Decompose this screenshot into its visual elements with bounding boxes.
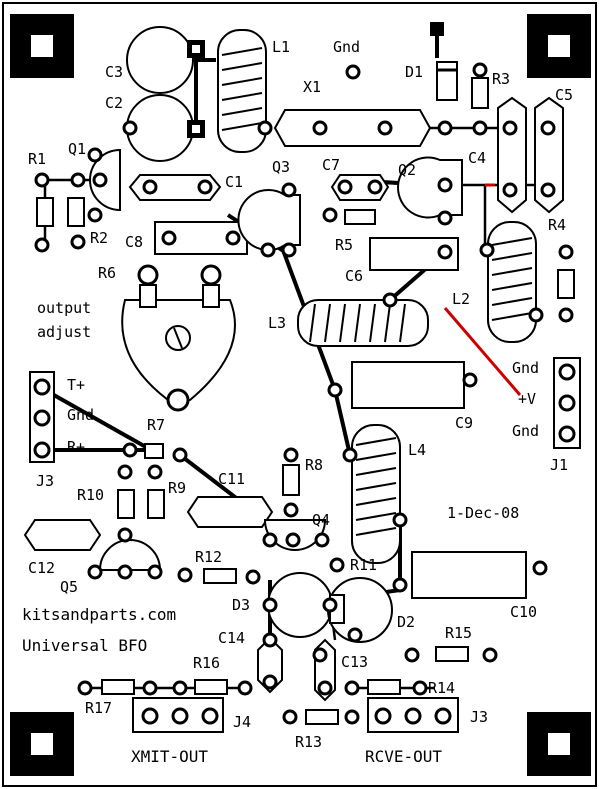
square-pad-holes (192, 45, 200, 133)
label-Q1: Q1 (68, 140, 86, 158)
label-J3-bottom: J3 (470, 708, 488, 726)
label-Q2: Q2 (398, 161, 416, 179)
j3-r-plus: R+ (67, 438, 85, 456)
rcve-out-label: RCVE-OUT (365, 747, 442, 766)
label-R5: R5 (335, 236, 353, 254)
label-C13: C13 (341, 653, 368, 671)
label-C11: C11 (218, 470, 245, 488)
j1-plus-v: +V (518, 390, 536, 408)
date-label: 1-Dec-08 (447, 504, 519, 522)
coil-L3 (297, 299, 429, 347)
mounting-holes (10, 14, 591, 776)
label-R1: R1 (28, 150, 46, 168)
j1-gnd-a: Gnd (512, 359, 539, 377)
diode-D1 (436, 61, 458, 101)
label-R3: R3 (492, 70, 510, 88)
label-R2: R2 (90, 229, 108, 247)
label-R7: R7 (147, 416, 165, 434)
label-C10: C10 (510, 603, 537, 621)
label-R8: R8 (305, 456, 323, 474)
coil-L4 (351, 424, 401, 564)
coil-L2 (487, 221, 537, 343)
label-C12: C12 (28, 559, 55, 577)
labels: Gnd L1 C3 C2 X1 D1 R3 C5 R1 Q1 C1 Q3 C7 … (22, 38, 573, 766)
label-D2: D2 (397, 613, 415, 631)
label-C1: C1 (225, 173, 243, 191)
label-R15: R15 (445, 624, 472, 642)
label-X1: X1 (303, 78, 321, 96)
label-J4: J4 (233, 713, 251, 731)
label-C8: C8 (125, 233, 143, 251)
label-Q5: Q5 (60, 578, 78, 596)
solder-pads (33, 62, 576, 725)
label-L3: L3 (268, 314, 286, 332)
label-R16: R16 (193, 654, 220, 672)
label-J3-left: J3 (36, 472, 54, 490)
label-Q4: Q4 (312, 511, 330, 529)
red-traces (443, 183, 522, 396)
label-R9: R9 (168, 479, 186, 497)
label-Q3: Q3 (272, 158, 290, 176)
label-R4: R4 (548, 216, 566, 234)
label-R12: R12 (195, 548, 222, 566)
label-C2: C2 (105, 94, 123, 112)
coil-L1 (217, 29, 267, 153)
label-L1: L1 (272, 38, 290, 56)
label-C14: C14 (218, 629, 245, 647)
j3-gnd: Gnd (67, 406, 94, 424)
label-C5: C5 (555, 86, 573, 104)
label-D3: D3 (232, 596, 250, 614)
label-C6: C6 (345, 267, 363, 285)
label-C7: C7 (322, 156, 340, 174)
label-R14: R14 (428, 679, 455, 697)
label-R6: R6 (98, 264, 116, 282)
label-C4: C4 (468, 149, 486, 167)
xmit-out-label: XMIT-OUT (131, 747, 208, 766)
label-L4: L4 (408, 441, 426, 459)
label-C3: C3 (105, 63, 123, 81)
output-adjust-line1: output (37, 299, 91, 317)
label-R17: R17 (85, 699, 112, 717)
label-C9: C9 (455, 414, 473, 432)
crystal-X1 (273, 109, 432, 147)
potentiometer-R6 (121, 284, 236, 407)
j1-gnd-b: Gnd (512, 422, 539, 440)
website-label: kitsandparts.com (22, 605, 176, 624)
label-R13: R13 (295, 733, 322, 751)
output-adjust-line2: adjust (37, 323, 91, 341)
label-J1: J1 (550, 456, 568, 474)
label-L2: L2 (452, 290, 470, 308)
label-D1: D1 (405, 63, 423, 81)
ground-top-label: Gnd (333, 38, 360, 56)
j3-t-plus: T+ (67, 376, 85, 394)
board-title: Universal BFO (22, 636, 147, 655)
coil-windings (221, 47, 533, 536)
label-R10: R10 (77, 486, 104, 504)
label-R11: R11 (350, 556, 377, 574)
resistors (36, 77, 575, 725)
